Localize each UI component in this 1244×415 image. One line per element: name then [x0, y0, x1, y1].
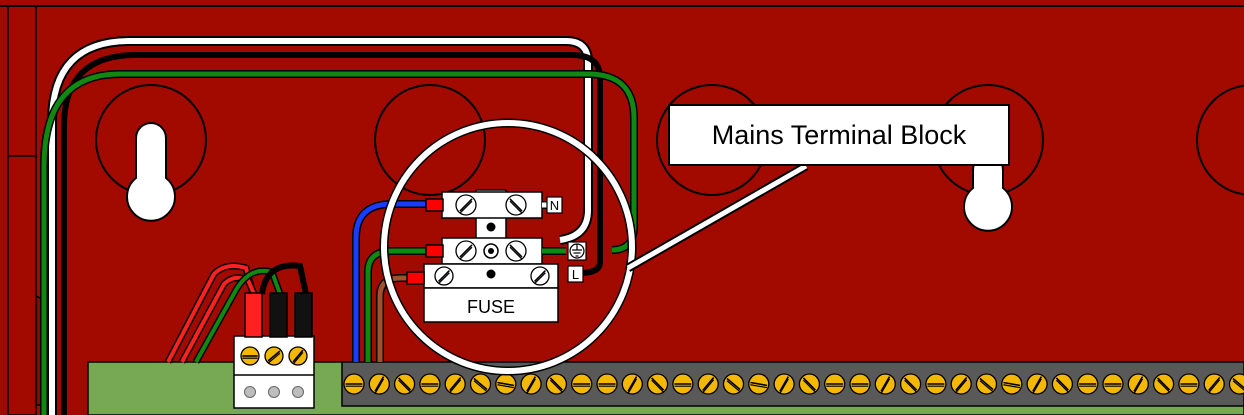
lead-ferrule-red: [244, 292, 263, 338]
fuse-label: FUSE: [467, 297, 515, 317]
strip-screw-head: [1228, 373, 1244, 395]
terminal-label-n: N: [550, 198, 559, 213]
callout-leader-line-inner: [626, 163, 808, 271]
magnifier-ring-inner: [381, 120, 635, 374]
small-terminal-screw: [240, 346, 260, 366]
strip-screw-head: [520, 373, 542, 395]
strip-screw-head: [773, 373, 795, 395]
earth-symbol-icon: [569, 243, 585, 259]
lead-black: [259, 262, 309, 295]
strip-screw-head: [899, 373, 922, 395]
mounting-hole-5: [1196, 84, 1244, 196]
terminal-label-l-box: [567, 265, 584, 283]
strip-screw-head: [646, 373, 669, 395]
mounting-hole-2: [374, 84, 486, 196]
strip-screw-head: [975, 373, 998, 395]
small-terminal-hole: [268, 386, 280, 398]
terminal-label-l: L: [572, 267, 579, 282]
small-terminal-screws: [240, 346, 308, 398]
cable-white-wire: [49, 38, 591, 415]
strip-screw-head: [1152, 373, 1175, 395]
strip-screw-head: [1051, 373, 1074, 395]
terminal-label-n-box: [546, 196, 563, 214]
mains-screw-neutral-right: [505, 194, 527, 216]
strip-screw-head: [1077, 373, 1099, 395]
strip-screw-head: [798, 373, 821, 395]
strip-screw-head: [1203, 373, 1225, 395]
lead-ferrule-black-1: [269, 292, 288, 338]
lead-ferrule-black-2: [294, 292, 313, 338]
strip-screw-head: [1178, 373, 1200, 395]
ferrule-live: [406, 271, 425, 285]
strip-screw-head: [368, 373, 390, 395]
strip-screw-head: [444, 373, 466, 395]
strip-screw-head: [1026, 373, 1048, 395]
mains-screw-live-left: [434, 266, 454, 286]
strip-screw-head: [672, 373, 694, 395]
strip-screw-head: [722, 373, 745, 395]
strip-screw-head: [596, 373, 618, 395]
mains-terminal-screws: [434, 194, 550, 286]
small-terminal-screw: [288, 346, 308, 366]
terminal-center-screw-dot: [488, 248, 494, 254]
callout-label: Mains Terminal Block: [668, 104, 1010, 166]
small-terminal-hole: [244, 386, 256, 398]
strip-screw-head: [748, 373, 770, 395]
enclosure-left-rail: [7, 5, 37, 415]
keyhole-slot-left: [126, 122, 176, 222]
terminal-center-dot-bottom: [486, 269, 496, 279]
strip-screw-head: [950, 373, 972, 395]
strip-screw-head: [343, 373, 365, 395]
strip-screw-head: [1102, 373, 1124, 395]
terminal-center-dot-top: [486, 222, 496, 232]
strip-screw-head: [925, 373, 947, 395]
small-terminal-screw: [264, 346, 284, 366]
ferrule-earth: [425, 244, 444, 258]
strip-screw-head: [621, 373, 643, 395]
mains-screw-live-right: [530, 266, 550, 286]
fuse-holder: [423, 287, 559, 323]
strip-screw-head: [849, 373, 871, 395]
mains-screw-neutral-left: [455, 194, 477, 216]
strip-screw-head: [495, 373, 517, 395]
terminal-strip-screws: [343, 373, 1244, 395]
wire-earth-green: [365, 248, 428, 362]
strip-screw-head: [1001, 373, 1023, 395]
terminal-label-earth-box: [567, 241, 587, 261]
strip-screw-head: [545, 373, 568, 395]
small-terminal-hole: [292, 386, 304, 398]
ferrule-neutral: [425, 198, 444, 212]
strip-screw-head: [393, 373, 416, 395]
strip-screw-head: [571, 373, 593, 395]
strip-screw-head: [419, 373, 441, 395]
strip-screw-head: [874, 373, 896, 395]
strip-screw-head: [824, 373, 846, 395]
strip-screw-head: [1127, 373, 1149, 395]
mains-terminal-block: FUSE: [423, 189, 559, 323]
mains-screw-earth-left: [455, 240, 477, 262]
strip-screw-head: [697, 373, 719, 395]
mains-screw-earth-right: [505, 240, 527, 262]
lead-red-1: [166, 264, 255, 363]
strip-screw-head: [469, 373, 492, 395]
